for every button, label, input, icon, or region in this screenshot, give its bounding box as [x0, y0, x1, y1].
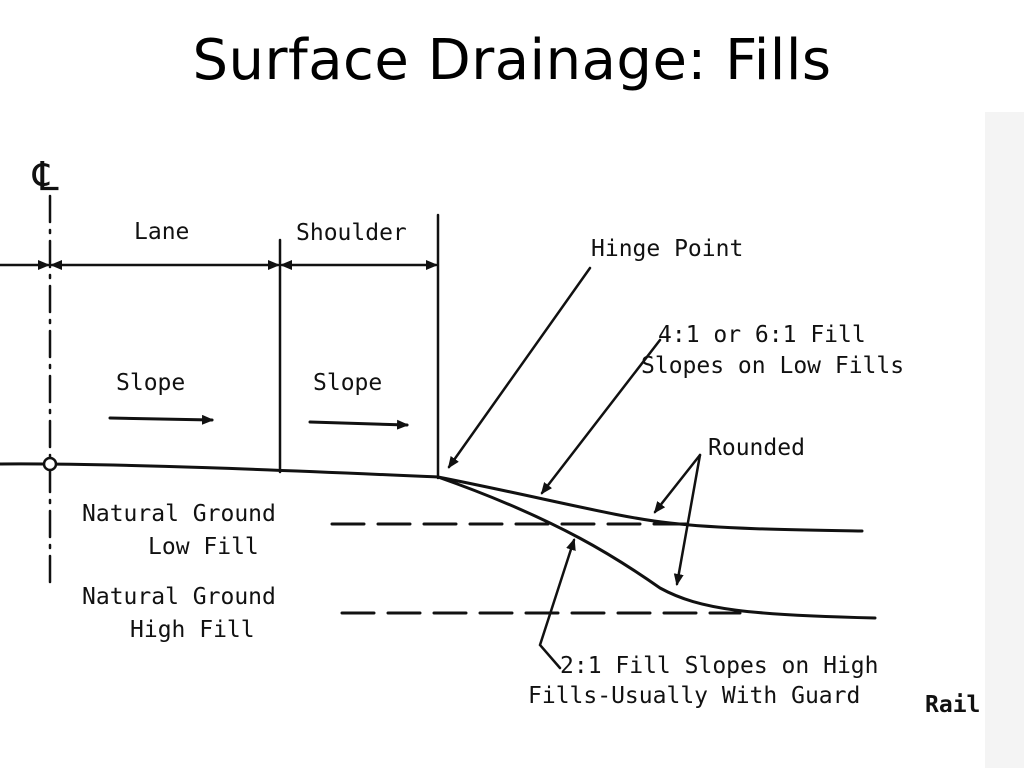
- roadway-surface: [0, 462, 440, 479]
- lane-label: Lane: [134, 219, 189, 245]
- hinge-point-leader: [447, 266, 592, 469]
- high-fill-slopes-leader: [538, 538, 576, 670]
- centerline-origin-point: [42, 456, 58, 472]
- lane-slope-arrow: [108, 414, 214, 425]
- slope-label-lane: Slope: [116, 370, 185, 396]
- shoulder-slope-arrow: [308, 419, 409, 430]
- rounded-leader-low: [653, 453, 702, 514]
- hinge-point-label: Hinge Point: [591, 236, 743, 262]
- natural-ground-high-label-line2: High Fill: [130, 617, 255, 643]
- high-fill-slopes-label-line1: 2:1 Fill Slopes on High: [560, 653, 879, 679]
- natural-ground-high-label-line1: Natural Ground: [82, 584, 276, 610]
- slope-label-shoulder: Slope: [313, 370, 382, 396]
- slide-title: Surface Drainage: Fills: [192, 28, 832, 93]
- natural-ground-low-label-line1: Natural Ground: [82, 501, 276, 527]
- high-fill-slope: [436, 475, 877, 620]
- low-fill-slopes-label-line1: 4:1 or 6:1 Fill: [658, 322, 866, 348]
- low-fill-slopes-leader: [540, 338, 662, 495]
- natural-ground-low-label-line2: Low Fill: [148, 534, 259, 560]
- scan-edge-shade: [985, 112, 1024, 768]
- high-fill-slopes-label-line2: Fills-Usually With Guard: [528, 683, 860, 709]
- rounded-leader-high: [673, 453, 702, 586]
- shoulder-label: Shoulder: [296, 220, 407, 246]
- rounded-label: Rounded: [708, 435, 805, 461]
- centerline-symbol: ℄: [32, 154, 59, 200]
- high-fill-slopes-label-rail: Rail: [925, 692, 980, 718]
- low-fill-slopes-label-line2: Slopes on Low Fills: [641, 353, 904, 379]
